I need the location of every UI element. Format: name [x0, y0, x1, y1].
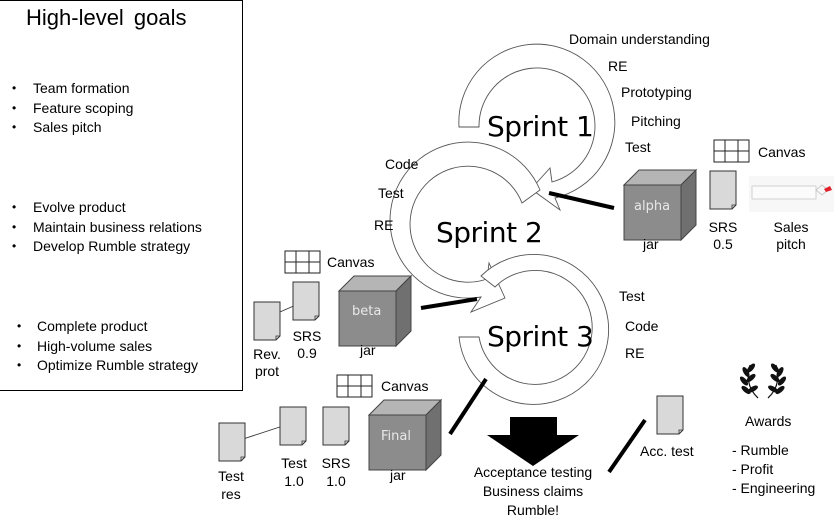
- sprint2-jar-label: jar: [360, 342, 376, 358]
- goal-item: Complete product: [0, 317, 198, 337]
- sprint2-activity: Code: [385, 156, 419, 172]
- sales-pitch-label: Sales pitch: [761, 219, 821, 253]
- sprint3-title: Sprint 3: [487, 320, 594, 353]
- test-doc-label: Test 1.0: [274, 454, 314, 490]
- award-item: - Profit: [732, 461, 774, 477]
- sprint1-activity: Pitching: [631, 113, 681, 129]
- sprint3-srs-doc-icon: [322, 406, 350, 446]
- sprint3-canvas-icon: [336, 374, 373, 398]
- outcome-text: Acceptance testing Business claims Rumbl…: [458, 463, 608, 520]
- goal-item: Develop Rumble strategy: [0, 237, 202, 257]
- sales-pitch-image-icon: [749, 176, 834, 212]
- award-item: - Engineering: [732, 480, 816, 496]
- goal-item: Maintain business relations: [0, 218, 202, 238]
- sprint1-srs-doc-icon: [709, 170, 737, 210]
- goal-item: Sales pitch: [0, 118, 133, 138]
- sprint2-cycle-arrow: [389, 141, 541, 313]
- sprint3-activity: RE: [625, 345, 645, 361]
- sprint2-jar-version: beta: [352, 304, 382, 319]
- goal-item: High-volume sales: [0, 337, 198, 357]
- award-item: - Rumble: [732, 442, 789, 458]
- test-doc-icon: [279, 406, 307, 446]
- test-res-line2: res: [221, 486, 241, 502]
- test-doc-line2: 1.0: [284, 473, 304, 489]
- test-res-line1: Test: [218, 468, 244, 484]
- awards-title: Awards: [745, 413, 792, 429]
- sprint1-srs-label: SRS 0.5: [703, 219, 743, 253]
- srs-version: 0.5: [713, 236, 733, 252]
- sprint3-activity: Test: [619, 288, 645, 304]
- sprint2-srs-doc-icon: [292, 281, 320, 321]
- sprint2-canvas-label: Canvas: [327, 254, 375, 270]
- alpha-connector: [548, 191, 615, 210]
- beta-connector: [420, 297, 478, 310]
- sprint1-title: Sprint 1: [487, 110, 594, 143]
- final-connector: [448, 377, 488, 436]
- awards-list: - Rumble - Profit - Engineering: [732, 441, 815, 498]
- sprint3-jar-version: Final: [381, 429, 411, 444]
- sprint3-jar-label: jar: [390, 467, 406, 483]
- outcome-line: Acceptance testing: [473, 464, 593, 480]
- goals-list-sprint1: Team formation Feature scoping Sales pit…: [0, 79, 133, 138]
- rev-prot-doc-icon: [253, 301, 281, 341]
- sprint1-activity: Test: [625, 139, 651, 155]
- sprint3-activity: Code: [625, 318, 659, 334]
- sprint1-canvas-icon: [713, 139, 750, 163]
- sprint1-activity: Domain understanding: [569, 31, 710, 47]
- acc-test-connector: [607, 418, 647, 474]
- srs-title: SRS: [292, 328, 322, 344]
- acc-test-label: Acc. test: [640, 443, 694, 459]
- sales-pitch-line2: pitch: [776, 236, 806, 252]
- srs-title: SRS: [321, 455, 351, 471]
- test-res-label: Test res: [211, 467, 251, 503]
- sprint3-srs-label: SRS 1.0: [316, 454, 356, 490]
- test-res-doc-icon: [218, 422, 246, 462]
- rev-prot-label: Rev. prot: [247, 346, 287, 380]
- goal-item: Feature scoping: [0, 99, 133, 119]
- sprint2-canvas-icon: [284, 250, 321, 274]
- test-doc-line1: Test: [281, 455, 307, 471]
- acc-test-doc-icon: [656, 395, 684, 435]
- sprint2-activity: Test: [378, 185, 404, 201]
- goals-title: High-level goals: [26, 5, 187, 30]
- outcome-line: Rumble!: [506, 502, 560, 518]
- sprint1-jar-version: alpha: [634, 199, 671, 214]
- srs-version: 0.9: [297, 345, 317, 361]
- sprint3-cycle-arrow: [458, 254, 610, 405]
- rev-prot-line2: prot: [254, 363, 280, 379]
- laurel-wreath-icon: [739, 363, 787, 399]
- sales-pitch-line1: Sales: [773, 219, 809, 235]
- sprint1-jar-label: jar: [643, 236, 659, 252]
- srs-version: 1.0: [326, 473, 346, 489]
- sprint1-activity: Prototyping: [621, 84, 692, 100]
- rev-prot-line1: Rev.: [253, 346, 281, 362]
- sprint1-activity: RE: [608, 58, 628, 74]
- goal-item: Evolve product: [0, 198, 202, 218]
- down-arrow-icon: [487, 417, 579, 466]
- goals-list-sprint3: Complete product High-volume sales Optim…: [0, 317, 198, 376]
- sprint3-canvas-label: Canvas: [381, 378, 429, 394]
- sprint2-srs-label: SRS 0.9: [287, 328, 327, 362]
- sprint2-activity: RE: [374, 217, 394, 233]
- sprint1-canvas-label: Canvas: [758, 144, 806, 160]
- sprint2-title: Sprint 2: [436, 216, 543, 249]
- outcome-line: Business claims: [482, 483, 584, 499]
- goal-item: Team formation: [0, 79, 133, 99]
- goals-list-sprint2: Evolve product Maintain business relatio…: [0, 198, 202, 257]
- goal-item: Optimize Rumble strategy: [0, 356, 198, 376]
- goals-panel: [0, 0, 243, 391]
- srs-title: SRS: [708, 219, 738, 235]
